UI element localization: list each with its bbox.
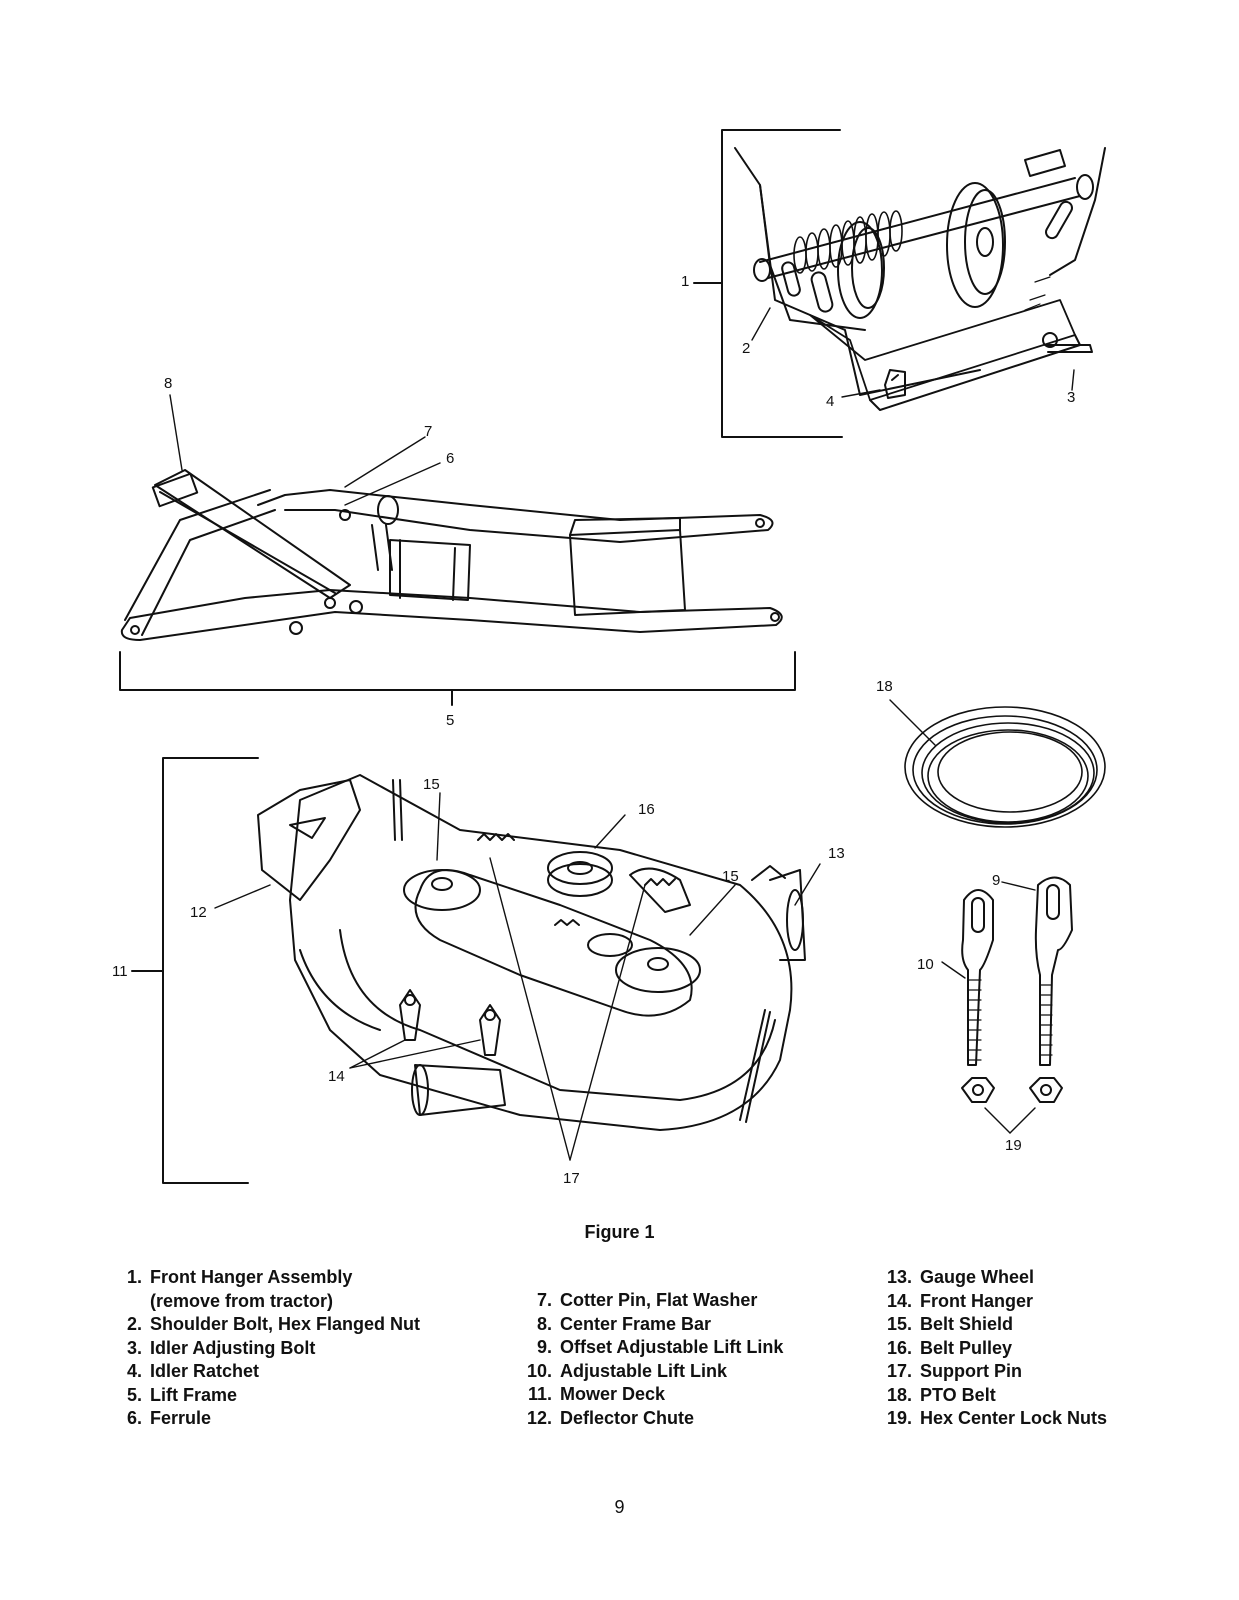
legend-item: 17.Support Pin [886,1361,1022,1381]
legend-item: 12.Deflector Chute [526,1407,695,1428]
legend-item: 9.Offset Adjustable Lift Link [536,1337,784,1357]
legend-column-2: 7.Cotter Pin, Flat Washer 8.Center Frame… [522,1289,783,1430]
callout-19: 19 [1005,1137,1022,1154]
parts-figure [119,129,1106,1184]
legend-item-continuation: (remove from tractor) [150,1290,334,1311]
callout-17: 17 [563,1170,580,1187]
callout-11: 11 [112,963,128,980]
callout-15a: 15 [423,776,440,793]
callout-14: 14 [328,1068,345,1085]
lift-links-drawing [961,876,1073,1066]
legend-item: 13.Gauge Wheel [886,1267,1035,1287]
callout-10: 10 [917,956,934,973]
callout-9: 9 [992,872,1001,889]
legend-item: 14.Front Hanger [886,1290,1034,1311]
callout-18: 18 [876,678,893,695]
legend-item: 15.Belt Shield [886,1314,1014,1334]
leader-lines [169,307,1075,1161]
legend-item: 16.Belt Pulley [886,1337,1013,1358]
legend-item: 6.Ferrule [126,1408,212,1428]
lift-frame-drawing [119,469,796,706]
legend-item: 5.Lift Frame [126,1384,238,1405]
callout-2: 2 [742,340,751,357]
hex-nuts-drawing [961,1077,1063,1103]
callout-3: 3 [1067,389,1076,406]
pto-belt-drawing [904,706,1106,828]
callout-15b: 15 [722,868,739,885]
mower-deck-drawing [131,757,806,1184]
callout-8: 8 [164,375,173,392]
legend-item: 11.Mower Deck [527,1384,666,1404]
front-hanger-assembly-drawing [693,129,1106,438]
legend-item: 8.Center Frame Bar [536,1313,712,1334]
legend-item: 19.Hex Center Lock Nuts [886,1408,1108,1428]
callout-5: 5 [446,712,455,729]
figure-caption: Figure 1 [584,1222,655,1242]
legend-item: 18.PTO Belt [886,1384,996,1405]
callout-16: 16 [638,801,655,818]
callout-12: 12 [190,904,207,921]
legend-item: 3.Idler Adjusting Bolt [126,1337,316,1358]
callout-6: 6 [446,450,455,467]
callout-7: 7 [424,423,433,440]
callout-13: 13 [828,845,845,862]
legend-item: 1.Front Hanger Assembly [126,1267,353,1287]
callout-1: 1 [681,273,690,290]
callout-4: 4 [826,393,835,410]
legend-column-1: 1.Front Hanger Assembly (remove from tra… [112,1266,420,1431]
legend-item: 2.Shoulder Bolt, Hex Flanged Nut [126,1314,421,1334]
legend-item: 4.Idler Ratchet [126,1361,260,1381]
page-number: 9 [614,1497,625,1517]
legend-item: 7.Cotter Pin, Flat Washer [536,1290,758,1310]
legend-column-3: 13.Gauge Wheel 14.Front Hanger 15.Belt S… [882,1266,1107,1431]
legend-item: 10.Adjustable Lift Link [526,1360,728,1381]
